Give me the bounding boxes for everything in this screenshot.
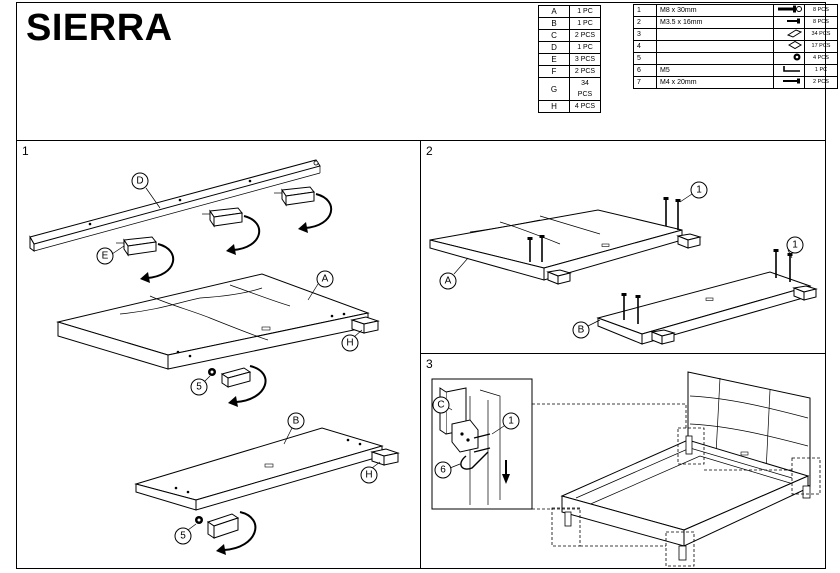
bolt-icon xyxy=(527,197,681,262)
step-number: 2 xyxy=(426,144,433,158)
callout-5: 5 xyxy=(174,523,197,545)
dowel-e xyxy=(206,513,240,539)
svg-text:5: 5 xyxy=(196,382,202,393)
table-row: 4 17 PCS xyxy=(633,40,838,53)
table-row: 5 4 PCS xyxy=(633,52,838,65)
callout-5: 5 xyxy=(190,375,211,396)
rotate-arrow-icon xyxy=(140,193,333,283)
rotate-arrow-icon xyxy=(228,365,267,407)
table-row: 7 M4 x 20mm 2 PCS xyxy=(633,76,838,89)
callout-d: D xyxy=(131,172,161,209)
dowel-e xyxy=(220,367,252,388)
rotate-arrow-icon xyxy=(216,511,257,555)
detail-inset xyxy=(431,378,533,510)
table-row: 2 M3.5 x 16mm 8 PCS xyxy=(633,16,838,29)
svg-text:A: A xyxy=(445,276,452,287)
footboard-b xyxy=(134,427,384,511)
svg-text:D: D xyxy=(136,176,143,187)
callout-h: H xyxy=(360,461,381,484)
svg-text:E: E xyxy=(102,251,109,262)
headboard-a xyxy=(56,273,370,370)
callout-a: A xyxy=(307,270,334,301)
svg-text:1: 1 xyxy=(792,240,798,251)
dashed-guide xyxy=(532,403,821,567)
foot-h xyxy=(546,233,702,285)
step-number: 1 xyxy=(22,144,29,158)
rail-d xyxy=(29,159,321,252)
callout-c: C xyxy=(432,396,453,414)
bolt-icon xyxy=(621,249,793,324)
svg-text:1: 1 xyxy=(696,185,702,196)
foot-h xyxy=(350,316,380,334)
footboard-b xyxy=(596,271,812,345)
part-qty: 4 PCS xyxy=(569,100,601,113)
svg-text:5: 5 xyxy=(180,531,186,542)
callout-1: 1 xyxy=(491,412,520,435)
washer-icon xyxy=(208,368,216,376)
dowel-e xyxy=(116,186,315,257)
svg-text:B: B xyxy=(293,416,300,427)
svg-text:H: H xyxy=(365,470,372,481)
svg-text:1: 1 xyxy=(508,416,514,427)
foot-h xyxy=(370,448,400,466)
step-number: 3 xyxy=(426,357,433,371)
svg-text:H: H xyxy=(346,338,353,349)
hardware-table: 1 M8 x 30mm 8 PCS 2 M3.5 x 16mm 8 PCS 3 … xyxy=(633,4,838,89)
svg-text:B: B xyxy=(578,325,585,336)
hardware-qty: 2 PCS xyxy=(804,76,838,89)
callout-h: H xyxy=(341,329,363,352)
callout-b: B xyxy=(572,319,601,339)
step-3-panel xyxy=(420,353,826,569)
svg-text:C: C xyxy=(437,400,444,411)
table-row: 6 M5 1 PC xyxy=(633,64,838,77)
callout-e: E xyxy=(96,245,125,265)
part-qty: 34 PCS xyxy=(569,77,601,101)
foot-h xyxy=(650,285,818,345)
svg-text:6: 6 xyxy=(440,465,446,476)
headboard-a xyxy=(429,209,683,281)
assembled-bed xyxy=(560,371,811,561)
washer-icon xyxy=(195,516,203,524)
callout-6: 6 xyxy=(434,461,461,479)
svg-text:A: A xyxy=(322,274,329,285)
product-title: SIERRA xyxy=(26,7,173,49)
allen-key-icon xyxy=(460,451,489,470)
callout-a: A xyxy=(439,257,469,290)
callout-b: B xyxy=(283,412,305,445)
callout-1: 1 xyxy=(679,181,708,203)
callout-1: 1 xyxy=(786,236,804,259)
